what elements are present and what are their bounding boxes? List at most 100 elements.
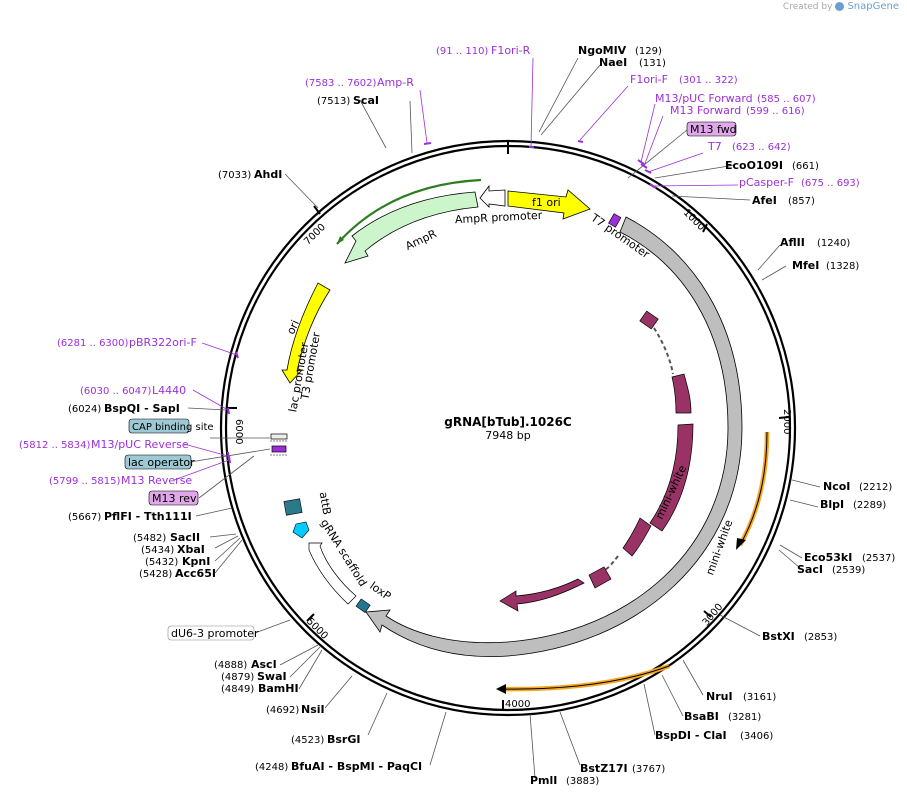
site-nsii[interactable]: NsiI — [301, 703, 325, 716]
orf-arrow-bottom-head — [496, 684, 506, 694]
boxed-labels: M13 fwd CAP binding site lac operator M1… — [124, 121, 737, 641]
site-ecoo109i[interactable]: EcoO109I — [725, 159, 783, 172]
primer-m13puc-rev[interactable]: M13/pUC Reverse — [91, 438, 189, 451]
mini-white-outer-feature[interactable] — [365, 216, 743, 657]
site-bspqi[interactable]: BspQI - SapI — [104, 402, 180, 415]
ampr-promoter-feature[interactable] — [479, 184, 506, 208]
site-kpni[interactable]: KpnI — [182, 555, 210, 568]
lac-operator-box[interactable] — [124, 454, 192, 470]
site-ahdi-pos: (7033) — [218, 170, 251, 181]
site-asci-pos: (4888) — [214, 660, 247, 671]
primer-marks — [227, 140, 657, 464]
primer-pcasper-f-range: (675 .. 693) — [801, 178, 860, 189]
m13-rev-box[interactable] — [148, 490, 199, 506]
tick-3000 — [703, 610, 712, 618]
primer-m13-fwd[interactable]: M13 Forward — [670, 104, 741, 117]
orange-orf-arrows — [496, 431, 770, 694]
site-swai[interactable]: SwaI — [257, 670, 287, 683]
plasmid-name: gRNA[bTub].1026C — [444, 415, 572, 429]
du6-promoter-box[interactable] — [167, 625, 255, 641]
site-pflfi-pos: (5667) — [68, 512, 101, 523]
site-bstz17i[interactable]: BstZ17I — [580, 762, 628, 775]
site-xbai[interactable]: XbaI — [177, 543, 205, 556]
primer-pbr322ori-f[interactable]: pBR322ori-F — [129, 336, 197, 349]
f1-ori-label: f1 ori — [532, 196, 561, 209]
cap-site-box[interactable] — [128, 418, 190, 434]
primer-pbr322ori-f-range: (6281 .. 6300) — [57, 338, 129, 349]
site-blpi[interactable]: BlpI — [820, 498, 844, 511]
site-acc65i[interactable]: Acc65I — [175, 567, 216, 580]
primer-m13-fwd-range: (599 .. 616) — [746, 106, 805, 117]
primer-pcasper-f[interactable]: pCasper-F — [739, 176, 794, 189]
site-saci[interactable]: SacI — [797, 563, 823, 576]
site-bamhi[interactable]: BamHI — [258, 682, 299, 695]
site-nrui[interactable]: NruI — [706, 690, 733, 703]
ori-label: ori — [284, 318, 302, 336]
backbone-outer-circle — [219, 139, 797, 717]
site-sacii[interactable]: SacII — [170, 531, 200, 544]
site-aflii-pos: (1240) — [817, 238, 850, 249]
site-ahdi[interactable]: AhdI — [254, 168, 282, 181]
site-bsabi-pos: (3281) — [728, 712, 761, 723]
site-pmli[interactable]: PmlI — [530, 774, 557, 787]
primer-m13puc-fwd-range: (585 .. 607) — [757, 94, 816, 105]
mini-white-exon-4 — [622, 517, 652, 557]
primer-m13puc-fwd[interactable]: M13/pUC Forward — [655, 92, 753, 105]
tick-1000 — [702, 223, 708, 233]
site-mfei[interactable]: MfeI — [792, 259, 819, 272]
f1-ori-feature[interactable] — [507, 189, 591, 220]
m13-rev-text: M13 rev — [152, 492, 197, 505]
site-ncoi[interactable]: NcoI — [823, 480, 850, 493]
mini-white-introns — [604, 327, 674, 571]
ori-feature[interactable] — [281, 282, 331, 384]
primer-labels: F1ori-R (91 .. 110) Amp-R (7583 .. 7602)… — [19, 44, 860, 487]
site-bfuai-pos: (4248) — [255, 762, 288, 773]
primer-m13puc-rev-range: (5812 .. 5834) — [19, 440, 91, 451]
ampr-label: AmpR — [403, 227, 439, 253]
t3-promoter-marker — [271, 445, 287, 453]
lac-operator-text: lac operator — [128, 456, 195, 469]
attb-feature[interactable] — [283, 498, 303, 516]
du6-promoter-feature[interactable] — [308, 542, 357, 605]
site-naei[interactable]: NaeI — [599, 56, 627, 69]
tick-5000 — [306, 613, 315, 622]
loxp-label: loxP — [367, 579, 393, 603]
site-aflii[interactable]: AflII — [780, 236, 805, 249]
primer-t7[interactable]: T7 — [707, 140, 722, 153]
tick-label-6000: 6000 — [233, 419, 244, 444]
mini-white-inner-feature[interactable] — [499, 310, 694, 612]
site-bfuai[interactable]: BfuAI - BspMI - PaqCI — [291, 760, 422, 773]
snapgene-branding: Created by SnapGene — [783, 1, 899, 12]
site-asci[interactable]: AscI — [251, 658, 277, 671]
site-pflfi[interactable]: PflFI - Tth111I — [104, 510, 192, 523]
site-afei-pos: (857) — [788, 196, 815, 207]
site-ngomiv[interactable]: NgoMIV — [578, 44, 627, 57]
site-scai[interactable]: ScaI — [353, 94, 379, 107]
primer-amp-r[interactable]: Amp-R — [377, 76, 414, 89]
site-xbai-pos: (5434) — [141, 545, 174, 556]
primer-l4440[interactable]: L4440 — [152, 384, 186, 397]
loxp-feature[interactable] — [355, 598, 371, 613]
primer-amp-r-range: (7583 .. 7602) — [305, 78, 377, 89]
primer-m13-rev[interactable]: M13 Reverse — [121, 474, 192, 487]
site-bsrgi[interactable]: BsrGI — [327, 733, 360, 746]
orf-arrow-right — [738, 431, 770, 547]
tick-label-3000: 3000 — [701, 602, 726, 629]
m13-fwd-text: M13 fwd — [690, 123, 737, 136]
site-afei[interactable]: AfeI — [752, 194, 777, 207]
ampr-feature[interactable] — [344, 191, 479, 264]
site-eco53ki[interactable]: Eco53kI — [804, 551, 852, 564]
primer-l4440-range: (6030 .. 6047) — [80, 386, 152, 397]
site-nrui-pos: (3161) — [743, 692, 776, 703]
site-bstxi[interactable]: BstXI — [762, 630, 795, 643]
primer-f1ori-f[interactable]: F1ori-F — [630, 73, 668, 86]
primer-f1ori-r[interactable]: F1ori-R — [491, 44, 531, 57]
site-bsabi[interactable]: BsaBI — [684, 710, 719, 723]
site-bspdi-clai[interactable]: BspDI - ClaI — [655, 729, 727, 742]
t7-promoter-marker — [608, 213, 622, 228]
site-swai-pos: (4879) — [221, 672, 254, 683]
site-ncoi-pos: (2212) — [859, 482, 892, 493]
m13-fwd-box[interactable] — [686, 121, 737, 137]
grna-scaffold-arrow[interactable] — [292, 521, 310, 539]
site-scai-pos: (7513) — [317, 96, 350, 107]
